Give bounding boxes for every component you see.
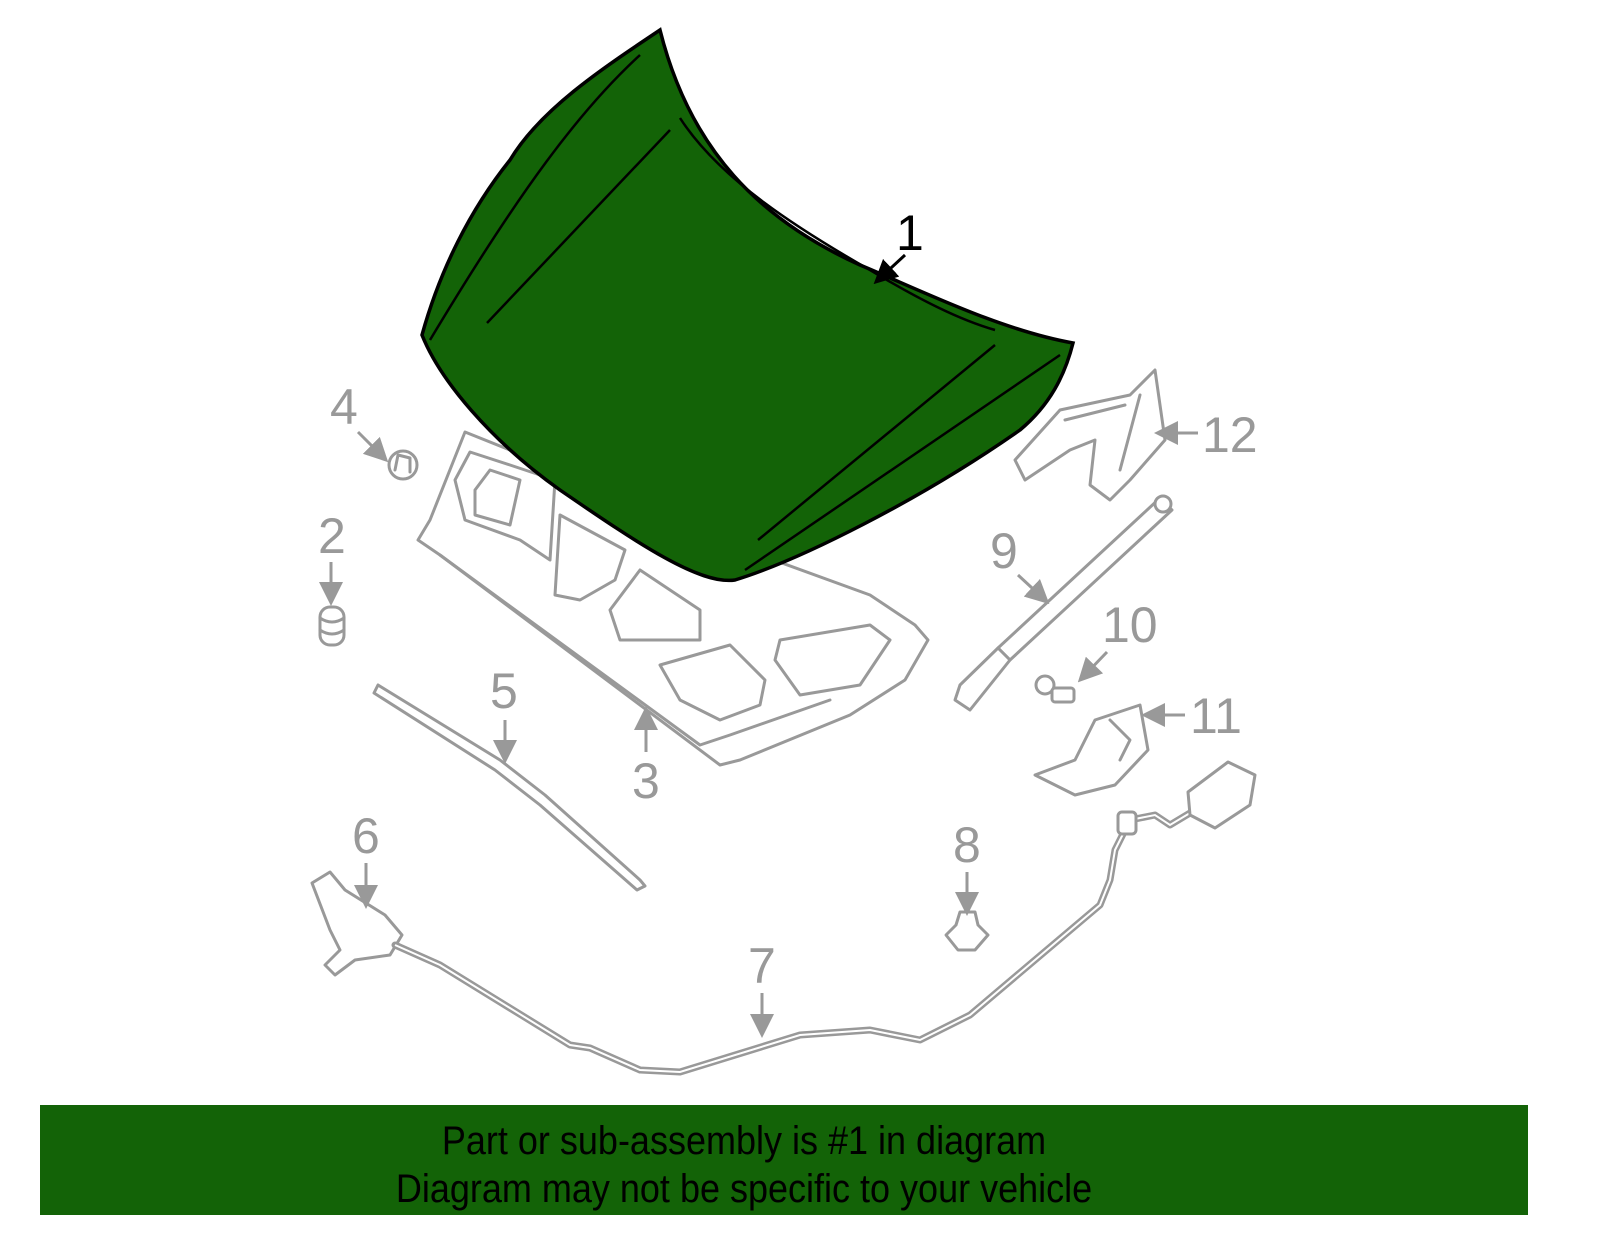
callout-6[interactable]: 6 <box>352 808 380 909</box>
callout-label-4: 4 <box>330 379 358 435</box>
banner-line-2: Diagram may not be specific to your vehi… <box>395 1167 1093 1211</box>
part-9-support-strut[interactable] <box>953 494 1174 712</box>
callout-7[interactable]: 7 <box>748 938 776 1038</box>
callout-8[interactable]: 8 <box>953 817 981 916</box>
callout-label-7: 7 <box>748 938 776 994</box>
callout-label-2: 2 <box>318 508 346 564</box>
callout-label-3: 3 <box>632 753 660 809</box>
callout-label-1: 1 <box>896 205 924 261</box>
part-11-striker[interactable] <box>1033 703 1150 797</box>
disclaimer-banner: Part or sub-assembly is #1 in diagram Di… <box>40 1105 1528 1215</box>
callout-label-11: 11 <box>1190 688 1242 744</box>
callout-10[interactable]: 10 <box>1077 597 1158 683</box>
callout-label-9: 9 <box>990 523 1018 579</box>
part-2-bumper[interactable] <box>318 605 346 647</box>
callout-3[interactable]: 3 <box>632 706 660 809</box>
callout-1[interactable]: 1 <box>873 205 924 285</box>
parts-diagram: 1 2 3 4 5 6 7 8 9 10 11 12 <box>310 27 1258 1076</box>
callout-label-8: 8 <box>953 817 981 873</box>
callout-9[interactable]: 9 <box>990 523 1050 605</box>
part-10-bolt[interactable] <box>1034 674 1076 704</box>
callout-12[interactable]: 12 <box>1154 407 1258 463</box>
part-6-latch[interactable] <box>310 870 404 977</box>
callout-label-5: 5 <box>490 663 518 719</box>
part-7-release-cable[interactable] <box>391 760 1257 1076</box>
callout-label-12: 12 <box>1202 407 1258 463</box>
callout-label-6: 6 <box>352 808 380 864</box>
part-3-hood-inner-panel[interactable] <box>416 430 930 767</box>
callout-label-10: 10 <box>1102 597 1158 653</box>
banner-line-1: Part or sub-assembly is #1 in diagram <box>441 1119 1047 1163</box>
callout-2[interactable]: 2 <box>318 508 346 606</box>
part-5-seal[interactable] <box>372 683 647 892</box>
callout-11[interactable]: 11 <box>1141 688 1242 744</box>
part-12-hinge[interactable] <box>1013 368 1167 502</box>
part-8-clip[interactable] <box>944 910 990 952</box>
part-4-plug[interactable] <box>387 449 419 481</box>
callout-5[interactable]: 5 <box>490 663 518 764</box>
callout-4[interactable]: 4 <box>330 379 389 463</box>
